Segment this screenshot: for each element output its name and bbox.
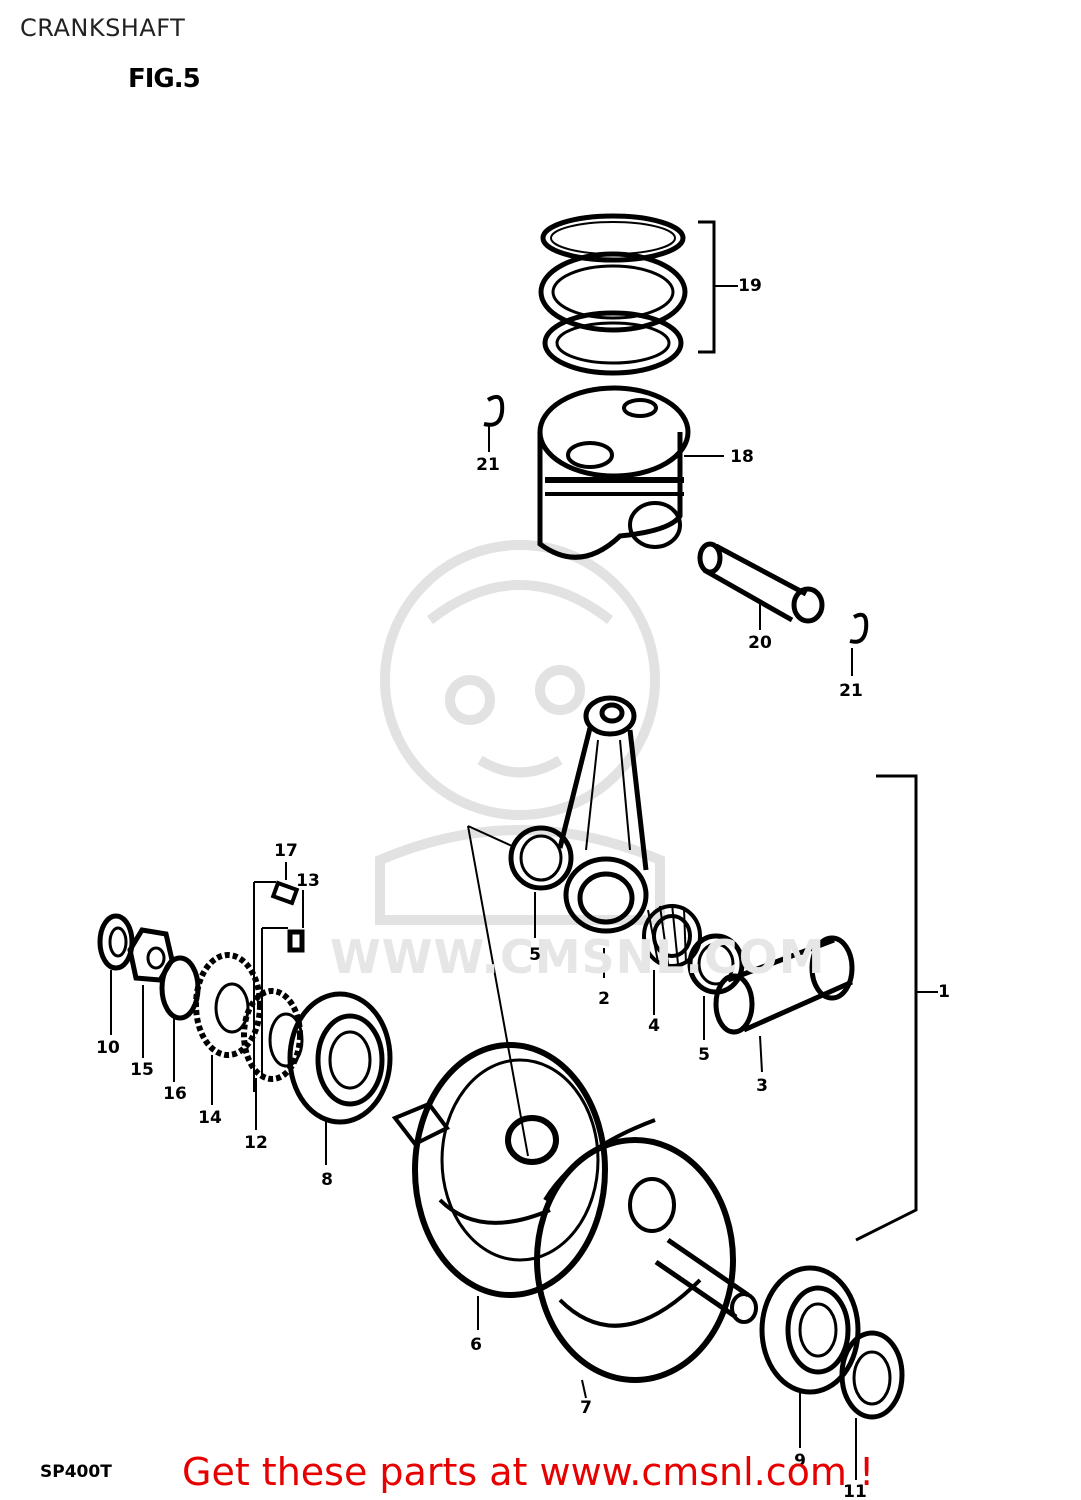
callout-18: 18 (730, 447, 754, 467)
callout-20: 20 (748, 633, 772, 653)
callout-5-lower: 5 (698, 1045, 710, 1065)
bearings-and-seal (287, 991, 905, 1480)
model-code: SP400T (40, 1462, 112, 1482)
callout-16: 16 (163, 1084, 187, 1104)
callout-21-right: 21 (839, 681, 863, 701)
callout-5-upper: 5 (529, 945, 541, 965)
watermark-text: WWW.CMSNL.COM (330, 930, 826, 984)
piston-pin (697, 541, 825, 630)
callout-17: 17 (274, 841, 298, 861)
callout-3: 3 (756, 1076, 768, 1096)
callout-7: 7 (580, 1398, 592, 1418)
thrust-washers (508, 825, 745, 1040)
circlips (483, 395, 869, 676)
figure-label: FIG.5 (128, 64, 201, 94)
needle-bearing (642, 903, 702, 1015)
callout-13: 13 (296, 871, 320, 891)
assembly-bracket (855, 774, 938, 1242)
callout-9: 9 (794, 1451, 806, 1471)
callout-6: 6 (470, 1335, 482, 1355)
left-side-parts (97, 913, 304, 1130)
page-title: CRANKSHAFT (20, 14, 186, 42)
callout-11: 11 (843, 1482, 867, 1500)
callout-1: 1 (938, 982, 950, 1002)
callout-21-left: 21 (476, 455, 500, 475)
watermark-logo (375, 540, 665, 925)
callout-10: 10 (96, 1038, 120, 1058)
callout-4: 4 (648, 1016, 660, 1036)
crank-pin (713, 935, 855, 1073)
callout-8: 8 (321, 1170, 333, 1190)
piston (537, 385, 724, 560)
promo-link[interactable]: Get these parts at www.cmsnl.com ! (182, 1450, 875, 1494)
callout-14: 14 (198, 1108, 222, 1128)
leader-lines (467, 825, 587, 1399)
callout-19: 19 (738, 276, 762, 296)
callout-12: 12 (244, 1133, 268, 1153)
key-and-spring (253, 862, 305, 1092)
callout-2: 2 (598, 989, 610, 1009)
callout-15: 15 (130, 1060, 154, 1080)
crankshaft-flywheels (391, 1042, 758, 1383)
connecting-rod (557, 695, 649, 978)
piston-rings (538, 213, 738, 376)
